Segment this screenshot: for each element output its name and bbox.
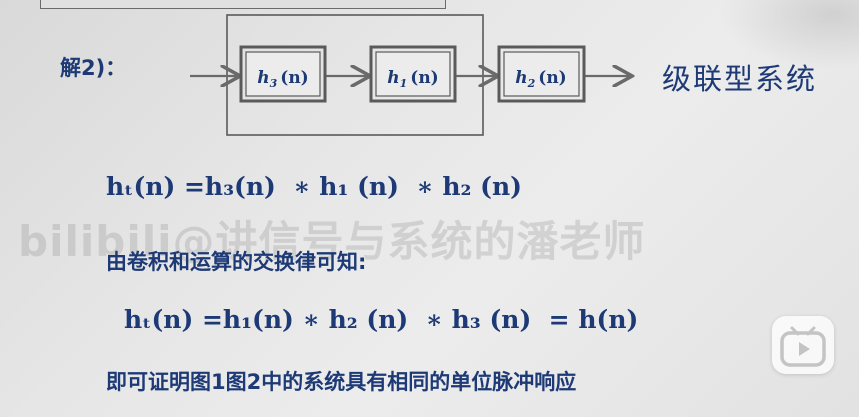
- equation-2: hₜ(n) =h₁(n) ∗ h₂ (n) ∗ h₃ (n) = h(n): [124, 305, 639, 334]
- conclusion-note: 即可证明图1图2中的系统具有相同的单位脉冲响应: [106, 370, 577, 394]
- block-h3-name: h: [257, 68, 269, 88]
- watermark: bilibili@讲信号与系统的潘老师: [18, 217, 646, 266]
- block-h3-arg: (n): [280, 68, 308, 88]
- cascade-system-label: 级联型系统: [662, 62, 818, 96]
- equation-1: hₜ(n) =h₃(n) ∗ h₁ (n) ∗ h₂ (n): [106, 172, 522, 201]
- svg-text:h1(n): h1(n): [387, 68, 438, 90]
- block-h3: h3(n): [239, 45, 327, 103]
- block-h3-sub: 3: [270, 77, 278, 90]
- block-h2-sub: 2: [527, 77, 536, 90]
- block-h1: h1(n): [369, 45, 457, 103]
- commutative-law-note: 由卷积和运算的交换律可知:: [106, 250, 367, 274]
- block-h1-name: h: [387, 68, 399, 88]
- svg-text:h2(n): h2(n): [515, 68, 566, 90]
- block-h1-sub: 1: [400, 77, 408, 90]
- play-button[interactable]: [772, 316, 834, 374]
- block-h2-arg: (n): [538, 68, 566, 88]
- block-h2-name: h: [515, 68, 527, 88]
- top-frame-strip: [40, 0, 446, 9]
- corner-shadow: [719, 0, 859, 70]
- block-h2: h2(n): [497, 45, 586, 103]
- solution-label: 解2)：: [60, 56, 127, 80]
- play-icon: [780, 326, 826, 367]
- svg-text:h3(n): h3(n): [257, 68, 308, 90]
- block-h1-arg: (n): [410, 68, 438, 88]
